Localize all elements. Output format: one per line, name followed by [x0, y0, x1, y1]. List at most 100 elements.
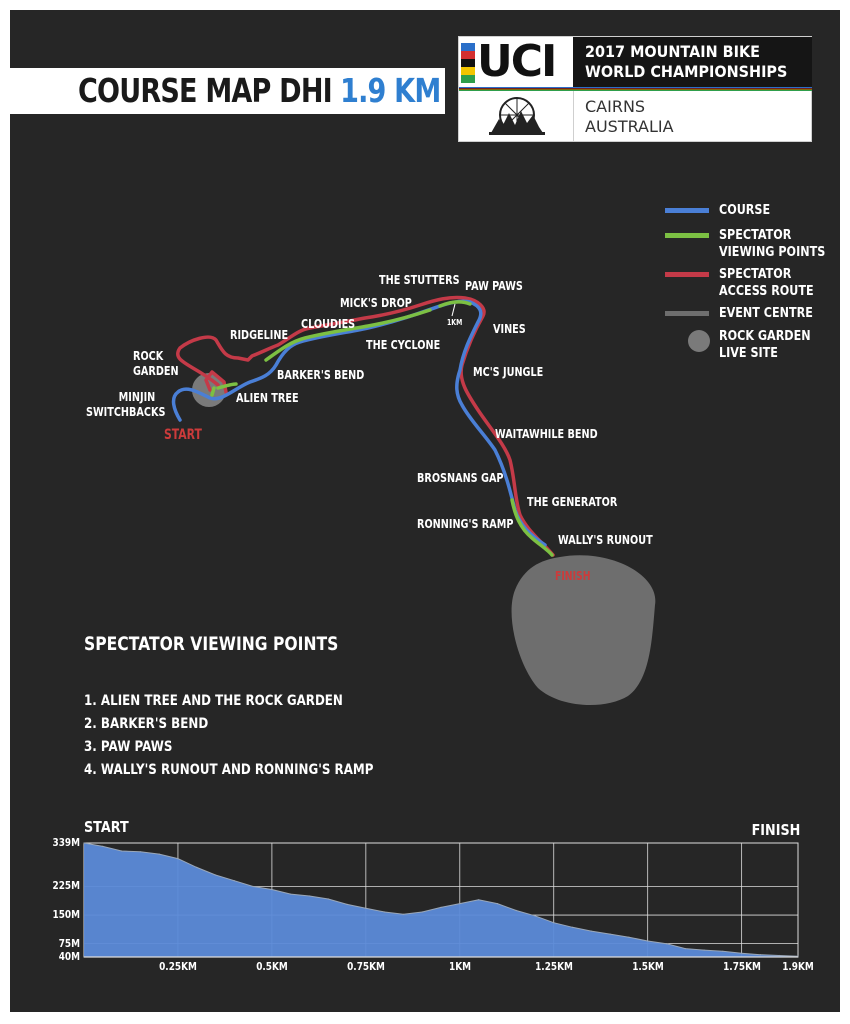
elevation-point — [741, 952, 743, 954]
title-label: COURSE MAP DHI — [78, 71, 333, 110]
legend-event-centre-swatch — [665, 311, 709, 316]
legend-rock-garden-label: ROCK GARDEN LIVE SITE — [719, 328, 811, 362]
elevation-point — [158, 853, 160, 855]
legend-rock-garden-line-2: LIVE SITE — [719, 346, 778, 361]
profile-start-label: START — [84, 818, 129, 836]
elevation-point — [327, 898, 329, 900]
legend-access-swatch — [665, 272, 709, 277]
legend-access-line-1: SPECTATOR — [719, 267, 792, 282]
event-name: 2017 MOUNTAIN BIKE WORLD CHAMPIONSHIPS — [585, 42, 787, 82]
elevation-point — [177, 858, 179, 860]
x-tick-label: 0.75KM — [346, 961, 385, 973]
title-banner — [8, 68, 445, 114]
viewing-point-item: 2. BARKER'S BEND — [84, 716, 209, 732]
elevation-point — [459, 903, 461, 905]
minjin-switchbacks-label: MINJIN SWITCHBACKS — [86, 389, 165, 419]
elevation-point — [478, 899, 480, 901]
vines-label: VINES — [493, 321, 526, 336]
rock-garden-line-2: GARDEN — [133, 363, 179, 378]
legend-course-swatch — [665, 208, 709, 213]
elevation-point — [121, 850, 123, 852]
elevation-point — [421, 911, 423, 913]
elevation-point — [590, 930, 592, 932]
wallys-runout-label: WALLY'S RUNOUT — [558, 532, 653, 547]
course-distance: 1.9 KM — [340, 71, 441, 110]
elevation-point — [252, 885, 254, 888]
x-tick-label: 1.5KM — [631, 961, 664, 973]
elevation-point — [196, 866, 198, 869]
elevation-point — [609, 933, 611, 935]
minjin-line-1: MINJIN — [118, 389, 156, 404]
km-marker-line — [451, 303, 456, 317]
barkers-bend-label: BARKER'S BEND — [277, 367, 365, 382]
profile-finish-label: FINISH — [751, 821, 800, 839]
map-background — [10, 10, 840, 1012]
uci-logo-panel: UCI 2017 MOUNTAIN BIKE WORLD CHAMPIONSHI… — [458, 36, 812, 142]
elevation-point — [384, 911, 386, 913]
viewing-point-barkers-bend — [264, 308, 432, 362]
micks-drop-label: MICK'S DROP — [340, 295, 412, 310]
elevation-point — [83, 842, 85, 844]
cloudies-label: CLOUDIES — [301, 316, 356, 331]
km-marker-label: 1KM — [447, 318, 463, 327]
y-tick-label: 225M — [52, 880, 80, 893]
elevation-point — [346, 903, 348, 906]
elevation-point — [759, 954, 762, 956]
viewing-points-list: 1. ALIEN TREE AND THE ROCK GARDEN 2. BAR… — [84, 690, 437, 782]
elevation-point — [496, 903, 498, 905]
x-tick-label: 1.75KM — [722, 961, 761, 973]
location-country: AUSTRALIA — [585, 117, 674, 136]
y-tick-label: 150M — [52, 909, 80, 922]
event-location: CAIRNS AUSTRALIA — [585, 97, 674, 137]
event-line-1: 2017 MOUNTAIN BIKE — [585, 42, 761, 61]
viewing-point-alien-tree — [210, 382, 238, 397]
elevation-point — [440, 906, 442, 909]
x-tick-label: 0.5KM — [256, 961, 288, 973]
elevation-point — [647, 940, 649, 942]
event-centre-area — [511, 555, 656, 706]
finish-label: FINISH — [555, 569, 591, 583]
ridgeline-label: RIDGELINE — [230, 327, 289, 342]
elevation-point — [214, 874, 217, 876]
legend-course-label: COURSE — [719, 203, 771, 218]
legend-viewing-line-1: SPECTATOR — [719, 228, 792, 243]
elevation-point — [365, 907, 367, 909]
location-city: CAIRNS — [585, 97, 646, 116]
elevation-point — [684, 948, 686, 950]
viewing-point-paw-paws — [438, 300, 472, 308]
y-tick-label: 75M — [58, 937, 80, 950]
rock-garden-label: ROCK GARDEN — [133, 348, 179, 378]
legend-viewing-swatch — [665, 233, 709, 238]
legend-access-line-2: ACCESS ROUTE — [719, 284, 814, 299]
legend-viewing-label: SPECTATOR VIEWING POINTS — [719, 227, 825, 261]
paw-paws-label: PAW PAWS — [465, 278, 523, 293]
event-line-2: WORLD CHAMPIONSHIPS — [585, 62, 788, 81]
legend-rock-garden-line-1: ROCK GARDEN — [719, 329, 811, 344]
event-banner — [573, 37, 812, 87]
viewing-point-item: 1. ALIEN TREE AND THE ROCK GARDEN — [84, 693, 343, 709]
y-tick-label: 40M — [58, 951, 80, 963]
elevation-point — [553, 922, 555, 924]
elevation-area — [84, 843, 798, 957]
x-tick-label: 0.25KM — [159, 961, 197, 973]
elevation-point — [308, 895, 311, 897]
elevation-point — [571, 926, 574, 928]
elevation-point — [402, 913, 404, 915]
divider — [573, 91, 574, 141]
legend-access-label: SPECTATOR ACCESS ROUTE — [719, 266, 814, 300]
elevation-point — [722, 950, 724, 952]
elevation-point — [271, 888, 273, 891]
ronnings-ramp-label: RONNING'S RAMP — [417, 516, 514, 531]
start-label: START — [164, 427, 202, 443]
elevation-point — [515, 909, 517, 912]
waitawhile-bend-label: WAITAWHILE BEND — [495, 426, 598, 441]
viewing-point-item: 3. PAW PAWS — [84, 739, 173, 755]
viewing-points-title: SPECTATOR VIEWING POINTS — [84, 633, 339, 655]
mcs-jungle-label: MC'S JUNGLE — [473, 364, 544, 379]
rainforest-wheel-icon — [489, 97, 545, 135]
legend-event-centre-label: EVENT CENTRE — [719, 306, 813, 321]
elevation-point — [139, 851, 141, 853]
brosnans-gap-label: BROSNANS GAP — [417, 470, 504, 485]
